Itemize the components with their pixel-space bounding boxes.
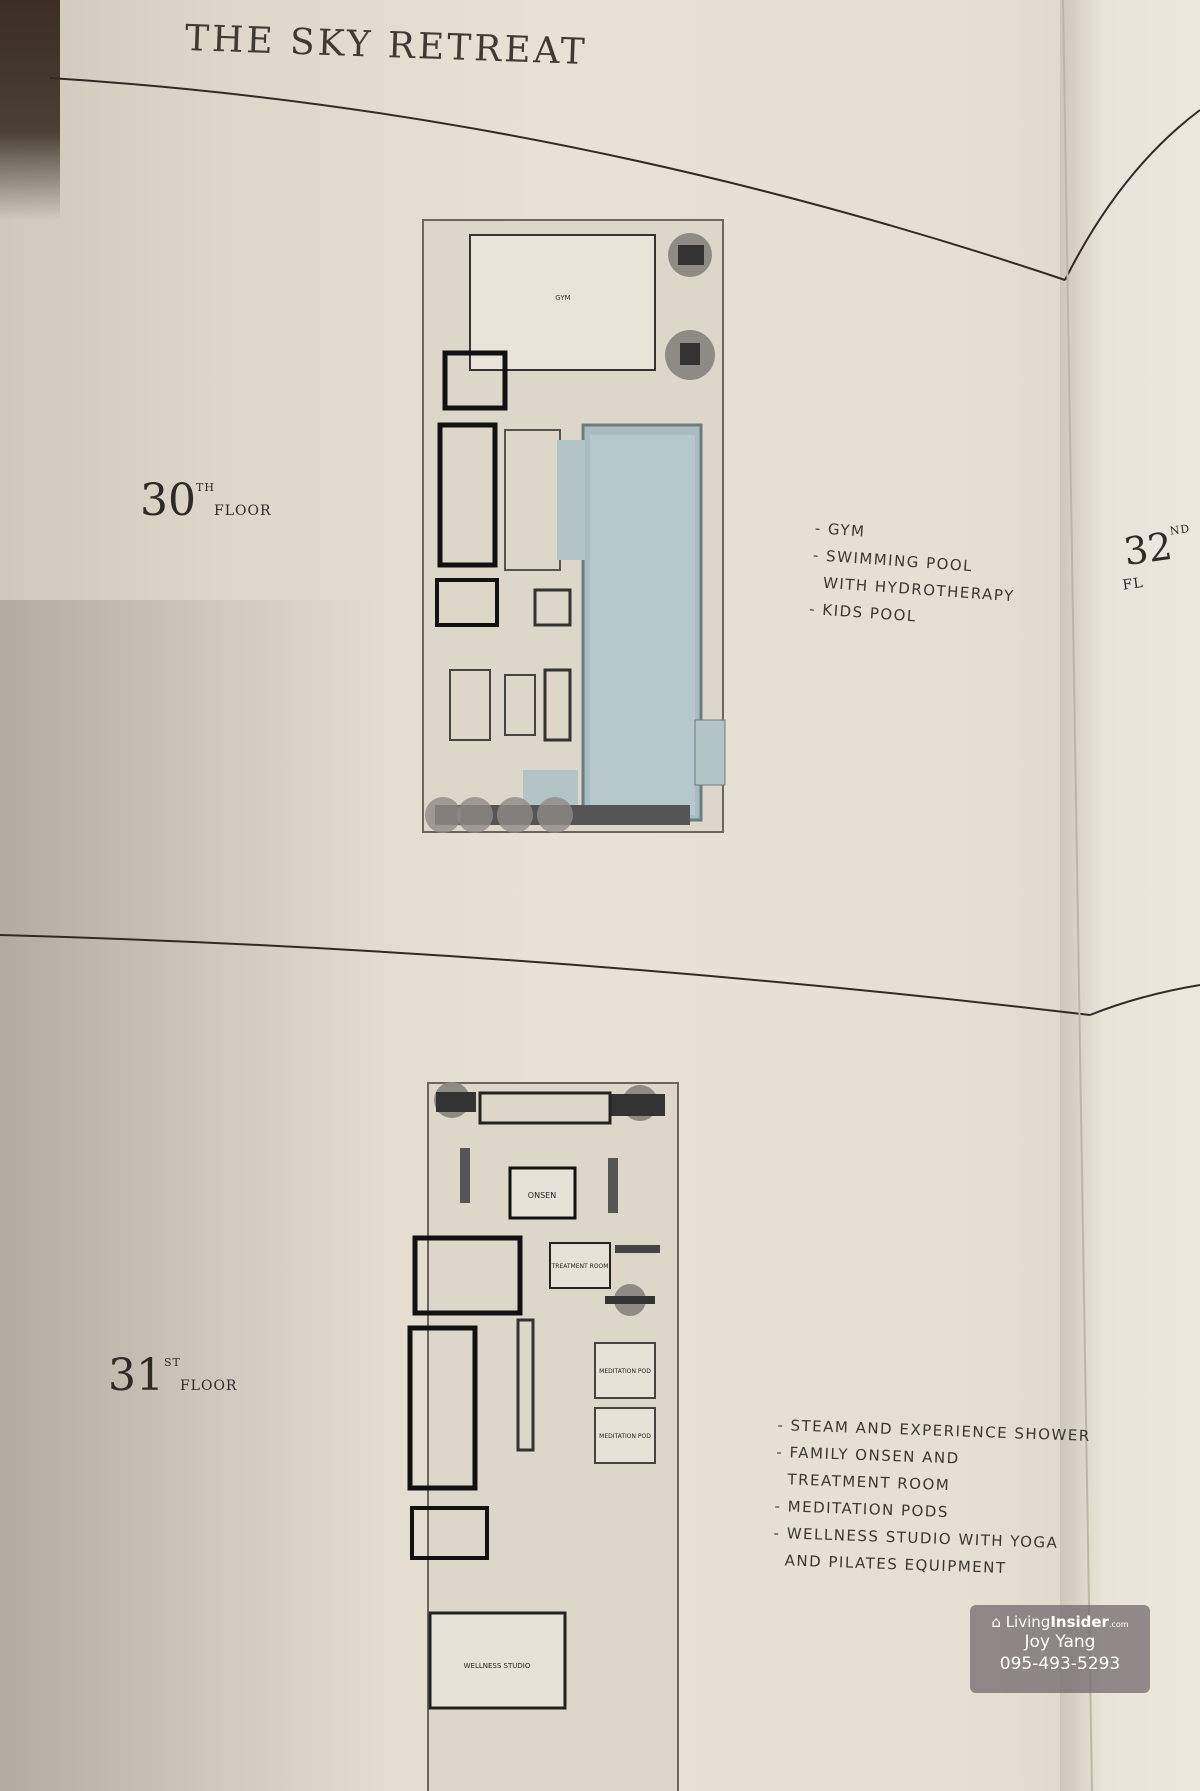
floor-suffix: TH	[196, 481, 215, 494]
watermark-logo: ⌂ LivingInsider.com	[970, 1613, 1150, 1631]
floor-number: 30	[140, 475, 196, 526]
floor-30-plan: GYM	[422, 219, 726, 833]
floor-number: 31	[108, 1350, 164, 1401]
agent-phone: 095-493-5293	[999, 1654, 1121, 1674]
brand-part: Insider	[1050, 1613, 1109, 1631]
facing-page	[1060, 0, 1200, 1791]
floor-30-features: - GYM - SWIMMING POOL WITH HYDROTHERAPY …	[808, 515, 1019, 637]
floor-number: 32	[1120, 523, 1175, 575]
treatment-label: TREATMENT ROOM	[551, 1263, 609, 1270]
brand-part: .com	[1108, 1620, 1129, 1629]
gym-label: GYM	[555, 294, 570, 302]
floor-word: FLOOR	[179, 1378, 238, 1394]
pod-label: MEDITATION POD	[599, 1433, 651, 1440]
onsen-room	[508, 1166, 577, 1220]
shadow	[0, 600, 380, 1791]
watermark: ⌂ LivingInsider.com Joy Yang 095-493-529…	[970, 1605, 1150, 1693]
pod-label: MEDITATION POD	[599, 1368, 651, 1375]
treatment-room	[549, 1242, 611, 1289]
agent-name: Joy Yang	[1024, 1632, 1096, 1652]
floor-suffix: ST	[164, 1356, 181, 1369]
floor-31-label: 31ST FLOOR	[108, 1350, 237, 1401]
brand-part: Living	[1005, 1613, 1051, 1631]
floor-31-features: - STEAM AND EXPERIENCE SHOWER - FAMILY O…	[772, 1412, 1091, 1585]
studio-label: WELLNESS STUDIO	[464, 1662, 531, 1670]
meditation-pod	[594, 1407, 656, 1464]
floor-suffix: ND	[1169, 521, 1192, 538]
onsen-label: ONSEN	[528, 1191, 556, 1200]
floor-word: FL	[1121, 574, 1145, 594]
floor-31-plan: ONSEN TREATMENT ROOM MEDITATION POD MEDI…	[407, 1082, 679, 1791]
gym-room	[469, 234, 656, 371]
wellness-studio	[428, 1611, 567, 1710]
meditation-pod	[594, 1342, 656, 1399]
floor-32-label: 32ND FL	[1120, 520, 1200, 594]
floor-word: FLOOR	[214, 503, 272, 519]
background-corner	[0, 0, 60, 220]
floor-30-label: 30TH FLOOR	[140, 475, 272, 526]
house-icon: ⌂	[991, 1613, 1001, 1631]
